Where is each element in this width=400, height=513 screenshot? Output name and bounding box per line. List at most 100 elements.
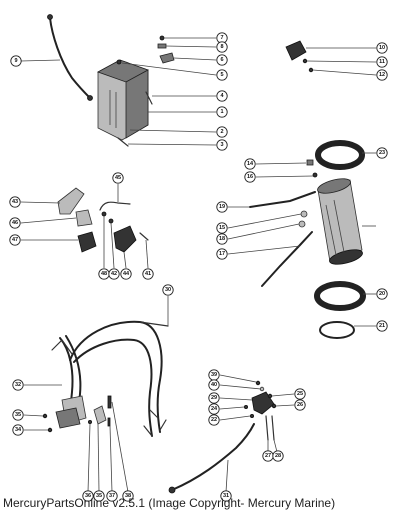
callout-5: 5 [216, 69, 228, 81]
callout-27: 27 [262, 450, 274, 462]
callout-9: 9 [10, 55, 22, 67]
callout-circle [216, 201, 228, 213]
callout-24: 24 [208, 403, 220, 415]
callout-circle [376, 42, 388, 54]
clip-part-38 [107, 395, 112, 409]
callout-23: 23 [376, 147, 388, 159]
callout-circle [216, 106, 228, 118]
stud-part-27 [265, 415, 269, 441]
callout-number: 19 [219, 204, 225, 210]
callout-20: 20 [376, 288, 388, 300]
callout-circle [216, 233, 228, 245]
callout-35: 35 [93, 490, 105, 502]
callout-number: 48 [101, 271, 107, 277]
callout-circle [108, 268, 120, 280]
callout-number: 31 [223, 493, 229, 499]
callout-39: 39 [208, 369, 220, 381]
callout-circle [216, 90, 228, 102]
rectifier-part [285, 40, 307, 61]
callout-8: 8 [216, 41, 228, 53]
callout-2: 2 [216, 126, 228, 138]
callout-number: 29 [211, 395, 217, 401]
switch-box-part [97, 59, 149, 141]
starter-band-part-23 [315, 140, 365, 170]
nut-part-14 [306, 159, 314, 166]
coil-lead-terminal [87, 95, 93, 101]
callout-number: 2 [220, 129, 223, 135]
callout-circle [162, 284, 174, 296]
callout-circle [9, 234, 21, 246]
callout-21: 21 [376, 320, 388, 332]
callout-circle [216, 41, 228, 53]
cover-part-43 [57, 187, 85, 215]
callout-number: 47 [12, 237, 18, 243]
callout-number: 9 [14, 58, 17, 64]
callout-circle [216, 126, 228, 138]
callout-number: 18 [219, 236, 225, 242]
callout-number: 14 [247, 161, 254, 167]
callout-3: 3 [216, 139, 228, 151]
callout-circle [272, 450, 284, 462]
callout-43: 43 [9, 196, 21, 208]
screw-part-36 [88, 419, 93, 424]
callout-circle [220, 490, 232, 502]
callout-46: 46 [9, 217, 21, 229]
bracket-part-37 [93, 405, 107, 425]
clamp-part-6 [159, 52, 175, 64]
callout-45: 45 [112, 172, 124, 184]
starter-band-part-20 [314, 281, 366, 311]
boot-part-46 [75, 209, 93, 227]
callout-number: 7 [220, 35, 223, 41]
callout-number: 4 [220, 93, 224, 99]
screw-part-35a [42, 413, 48, 419]
callout-circle [10, 55, 22, 67]
callout-19: 19 [216, 201, 228, 213]
callout-47: 47 [9, 234, 21, 246]
callout-circle [244, 158, 256, 170]
callout-number: 34 [15, 427, 22, 433]
callout-circle [216, 69, 228, 81]
callout-37: 37 [106, 490, 118, 502]
callout-number: 6 [220, 57, 223, 63]
callout-number: 10 [379, 45, 385, 51]
callout-circle [120, 268, 132, 280]
callout-number: 25 [297, 391, 303, 397]
bolt-part-4 [145, 91, 153, 105]
callout-1: 1 [216, 106, 228, 118]
callout-circle [216, 222, 228, 234]
callout-18: 18 [216, 233, 228, 245]
callout-number: 41 [145, 271, 151, 277]
callout-42: 42 [108, 268, 120, 280]
callout-number: 20 [379, 291, 385, 297]
callout-number: 43 [12, 199, 18, 205]
screw-part-5 [116, 59, 122, 65]
callout-10: 10 [376, 42, 388, 54]
callout-number: 35 [96, 493, 102, 499]
callout-number: 23 [379, 150, 385, 156]
callout-circle [12, 424, 24, 436]
nut-part-28 [267, 393, 273, 399]
screw-part-26 [249, 413, 254, 418]
washer-part-25 [243, 404, 248, 409]
screw-part-37b [107, 417, 111, 427]
callout-circle [12, 379, 24, 391]
nut-part-11 [302, 58, 308, 64]
callout-circle [376, 320, 388, 332]
o-ring-part-21 [319, 321, 355, 339]
callout-48: 48 [98, 268, 110, 280]
washer-part-15 [300, 210, 308, 218]
callout-36: 36 [82, 490, 94, 502]
callout-35: 35 [12, 409, 24, 421]
callout-30: 30 [162, 284, 174, 296]
callout-circle [294, 388, 306, 400]
callout-number: 1 [220, 109, 223, 115]
callout-34: 34 [12, 424, 24, 436]
callout-circle [216, 54, 228, 66]
callout-number: 16 [247, 174, 253, 180]
terminal-block-part-41 [77, 231, 97, 253]
callout-number: 15 [219, 225, 225, 231]
callout-11: 11 [376, 56, 388, 68]
bolt-part-3 [117, 137, 129, 147]
washer-part-34 [47, 427, 53, 433]
leader-lines [20, 37, 377, 493]
